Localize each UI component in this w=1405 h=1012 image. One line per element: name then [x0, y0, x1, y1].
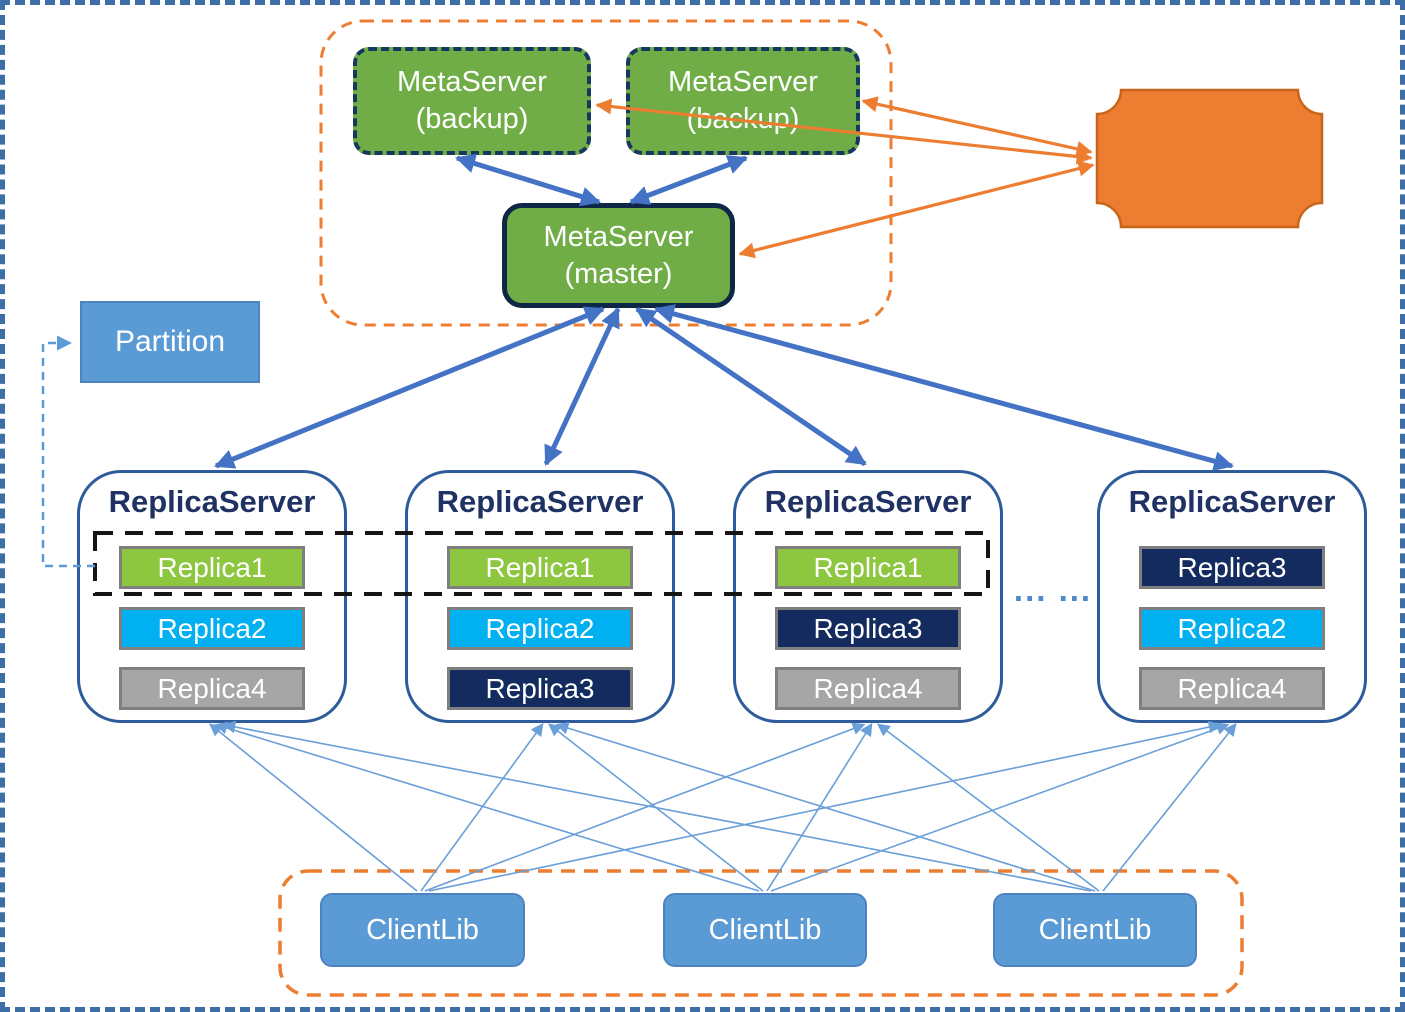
replica-chip: Replica2: [447, 607, 633, 650]
partition-label: Partition: [80, 301, 260, 383]
replica-chip: Replica1: [775, 546, 961, 589]
replica-chip: Replica3: [775, 607, 961, 650]
replica-server-4: ReplicaServer Replica3 Replica2 Replica4: [1097, 470, 1367, 723]
replica-chip: Replica1: [447, 546, 633, 589]
client1-server1-link: [209, 723, 418, 892]
client1-server2-link: [420, 722, 544, 892]
client2-server1-link: [214, 721, 760, 892]
metaserver-backup-1-line1: MetaServer: [397, 66, 547, 98]
replica-server-3: ReplicaServer Replica1 Replica3 Replica4: [733, 470, 1003, 723]
clientlib-3: ClientLib: [993, 893, 1197, 967]
master-replicaserver3-arrow: [635, 306, 867, 467]
client1-server3-link: [424, 722, 866, 892]
master-replicaserver1-arrow: [214, 306, 605, 469]
replica-server-4-title: ReplicaServer: [1128, 484, 1336, 519]
metaserver-master-line2: (master): [564, 257, 673, 290]
metaserver-master: MetaServer (master): [502, 203, 735, 308]
metaserver-backup-2-line1: MetaServer: [668, 66, 818, 98]
replica-server-1: ReplicaServer Replica1 Replica2 Replica4: [77, 470, 347, 723]
replica-chip: Replica4: [1139, 667, 1325, 710]
replica-chip: Replica4: [775, 667, 961, 710]
replica-server-3-title: ReplicaServer: [764, 484, 972, 519]
metaserver-backup-1: MetaServer (backup): [353, 47, 591, 155]
replica-server-1-title: ReplicaServer: [108, 484, 316, 519]
master-backup1-arrow: [455, 153, 601, 207]
zookeeper-master-arrow: [738, 160, 1095, 259]
client3-server2-link: [555, 721, 1096, 892]
metaserver-master-line1: MetaServer: [543, 220, 694, 253]
client3-server4-link: [1102, 722, 1237, 892]
replica-chip: Replica1: [119, 546, 305, 589]
replica-server-2-title: ReplicaServer: [436, 484, 644, 519]
replica-chip: Replica2: [1139, 607, 1325, 650]
more-servers-ellipsis: ... ...: [1013, 571, 1093, 608]
clientlib-2: ClientLib: [663, 893, 867, 967]
master-replicaserver4-arrow: [654, 304, 1234, 471]
replica-chip: Replica4: [119, 667, 305, 710]
metaserver-backup-2-line2: (backup): [686, 103, 800, 135]
zookeeper-backup2-arrow: [861, 96, 1093, 157]
client2-server3-link: [766, 722, 873, 892]
client3-server3-link: [876, 723, 1100, 892]
zookeeper-label: Zookeeper: [1135, 140, 1284, 176]
client2-server2-link: [547, 723, 764, 892]
metaserver-backup-1-line2: (backup): [415, 103, 529, 135]
metaserver-backup-2: MetaServer (backup): [626, 47, 860, 155]
client1-server4-link: [428, 720, 1222, 892]
master-replicaserver2-arrow: [543, 307, 621, 466]
client3-server1-link: [222, 720, 1092, 892]
master-backup2-arrow: [629, 155, 748, 205]
replica-chip: Replica3: [447, 667, 633, 710]
replica-chip: Replica2: [119, 607, 305, 650]
client2-server4-link: [770, 722, 1230, 892]
replica-chip: Replica3: [1139, 546, 1325, 589]
replica-server-2: ReplicaServer Replica1 Replica2 Replica3: [405, 470, 675, 723]
clientlib-1: ClientLib: [320, 893, 525, 967]
